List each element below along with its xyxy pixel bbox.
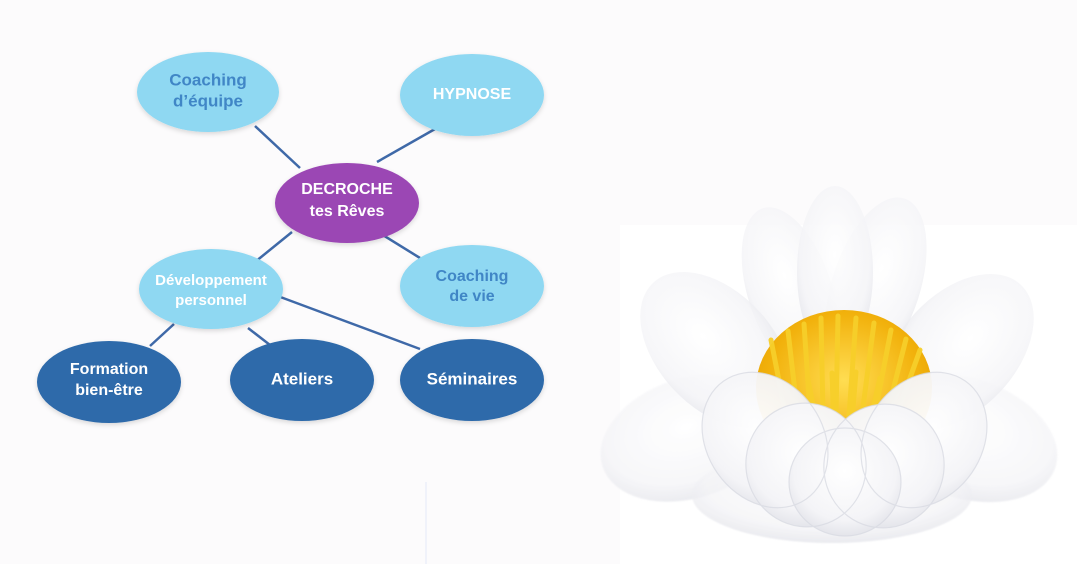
node-formation-line2: bien-être bbox=[75, 382, 143, 399]
node-developpement-line2: personnel bbox=[175, 292, 247, 309]
lotus-outline-center-right bbox=[823, 403, 945, 529]
node-formation-ellipse bbox=[37, 341, 181, 423]
node-ateliers-label: Ateliers bbox=[271, 369, 333, 388]
lotus-outline-center-left bbox=[745, 402, 867, 528]
connector-hypnose bbox=[376, 127, 436, 164]
connector-seminaires bbox=[274, 293, 421, 351]
lotus-outline-right bbox=[860, 371, 988, 509]
lotus-flower-icon bbox=[600, 186, 1058, 543]
node-hypnose-ellipse bbox=[400, 54, 544, 136]
node-seminaires-label: Séminaires bbox=[427, 369, 518, 388]
connector-coaching-equipe bbox=[254, 125, 301, 169]
mind-map-connectors bbox=[149, 125, 436, 351]
node-hypnose: HYPNOSE bbox=[400, 54, 544, 136]
node-coaching-equipe-line1: Coaching bbox=[169, 70, 246, 89]
node-coaching-vie-line1: Coaching bbox=[436, 268, 509, 285]
connector-ateliers bbox=[247, 327, 271, 346]
node-center: DECROCHE tes Rêves bbox=[275, 163, 419, 243]
lotus-petal-front-center bbox=[789, 428, 901, 536]
lotus-outline-center bbox=[788, 427, 902, 537]
connector-formation bbox=[149, 323, 175, 347]
node-developpement-line1: Développement bbox=[155, 272, 267, 289]
node-developpement: Développement personnel bbox=[139, 249, 283, 329]
node-coaching-equipe-ellipse bbox=[137, 52, 279, 132]
lotus-stamen bbox=[859, 320, 877, 418]
node-seminaires-ellipse bbox=[400, 339, 544, 421]
connector-developpement bbox=[254, 231, 293, 263]
node-coaching-vie-ellipse bbox=[400, 245, 544, 327]
node-ateliers: Ateliers bbox=[230, 339, 374, 421]
node-coaching-vie: Coaching de vie bbox=[400, 245, 544, 327]
node-coaching-equipe-line2: d’équipe bbox=[173, 91, 243, 110]
node-coaching-vie-line2: de vie bbox=[449, 288, 494, 305]
node-developpement-ellipse bbox=[139, 249, 283, 329]
node-seminaires: Séminaires bbox=[400, 339, 544, 421]
node-formation-line1: Formation bbox=[70, 361, 148, 378]
node-formation: Formation bien-être bbox=[37, 341, 181, 423]
node-center-ellipse bbox=[275, 163, 419, 243]
lotus-outline-left bbox=[701, 371, 829, 509]
node-coaching-equipe: Coaching d’équipe bbox=[137, 52, 279, 132]
lotus-petal-outlines bbox=[701, 371, 988, 537]
lotus-stamen bbox=[846, 315, 859, 419]
node-ateliers-ellipse bbox=[230, 339, 374, 421]
lotus-stamen bbox=[833, 313, 841, 419]
node-center-line1: DECROCHE bbox=[301, 181, 393, 198]
node-hypnose-label: HYPNOSE bbox=[433, 86, 512, 103]
lotus-stamen bbox=[818, 315, 826, 417]
node-center-line2: tes Rêves bbox=[310, 203, 385, 220]
